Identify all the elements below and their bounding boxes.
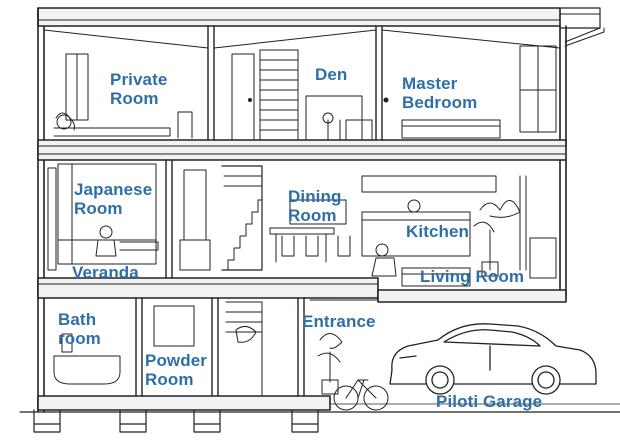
label-kitchen: Kitchen <box>406 222 470 241</box>
label-entrance: Entrance <box>302 312 376 331</box>
label-living-room: Living Room <box>420 267 525 286</box>
middle-floor-interior <box>47 159 557 287</box>
foundations <box>33 409 319 433</box>
floor-slabs <box>19 139 620 413</box>
outer-walls <box>37 7 567 413</box>
label-bath-room: Bath room <box>58 310 101 348</box>
label-private-room: Private Room <box>110 70 168 108</box>
label-powder-room: Powder Room <box>145 351 208 389</box>
label-piloti-garage: Piloti Garage <box>436 392 543 411</box>
label-den: Den <box>315 65 348 84</box>
car <box>389 323 597 395</box>
roof <box>37 7 605 47</box>
label-japanese-room: Japanese Room <box>74 180 153 218</box>
label-dining-room: Dining Room <box>288 187 342 225</box>
label-master-bedroom: Master Bedroom <box>402 74 478 112</box>
ground-floor-interior <box>53 297 389 411</box>
upper-floor-interior <box>43 25 561 141</box>
label-veranda: Veranda <box>72 263 139 282</box>
